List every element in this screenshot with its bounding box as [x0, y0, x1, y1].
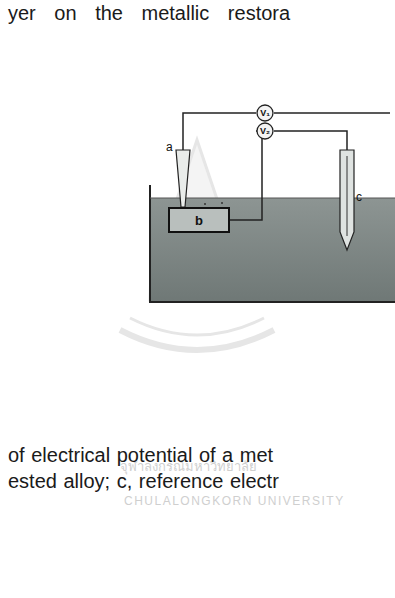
node-label: V₁ [260, 108, 270, 118]
inner-wire [347, 156, 348, 236]
watermark-text: CHULALONGKORN UNIVERSITY [124, 494, 345, 508]
node-label: V₂ [260, 126, 270, 136]
part-letter: c [356, 190, 362, 204]
part-letter: a [166, 140, 173, 154]
electrolyte [150, 198, 395, 302]
voltmeter: V₂ [256, 122, 274, 140]
tank-wall [150, 185, 395, 302]
voltmeter: V₁ [256, 104, 274, 122]
body-text: yer on the metallic restora [8, 2, 290, 25]
node-label: b [195, 213, 203, 228]
capillary-electrode [176, 150, 190, 207]
wires [183, 113, 390, 220]
alloy-specimen: b [168, 207, 230, 233]
caption-text: of electrical potential of a met [8, 444, 273, 467]
caption-text: ested alloy; c, reference electr [8, 470, 279, 493]
reference-electrode [340, 150, 354, 250]
